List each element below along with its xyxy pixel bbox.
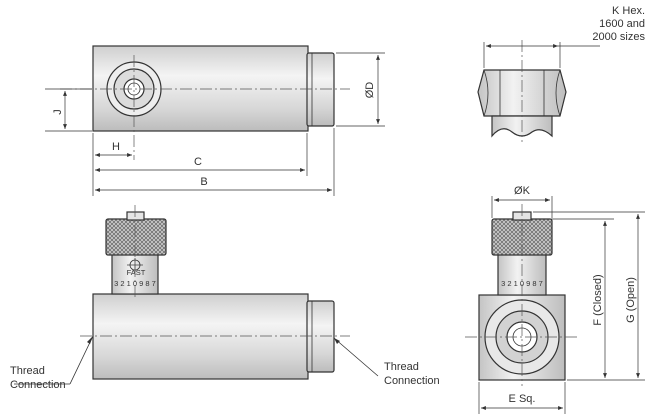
dim-f-label: F (Closed)	[592, 274, 604, 325]
dim-c-label: C	[194, 156, 202, 168]
thread-right-label-2: Connection	[384, 375, 440, 387]
top-view-nut	[306, 52, 335, 127]
front-view-knob	[105, 218, 167, 256]
k-hex-label-1: K Hex.	[612, 5, 645, 17]
dim-e-label: E Sq.	[509, 393, 536, 405]
top-view: ØD J H C B	[45, 45, 385, 196]
side-view: 3 2 1 0 9 8 7 ØK E Sq. F (Closed) G (Ope…	[465, 185, 645, 414]
side-scale-digits: 3 2 1 0 9 8 7	[501, 279, 543, 288]
dim-k-label: ØK	[514, 185, 531, 197]
k-hex-label-3: 2000 sizes	[592, 31, 645, 43]
dim-h-label: H	[112, 141, 120, 153]
hex-detail-view: K Hex. 1600 and 2000 sizes	[477, 5, 645, 142]
thread-left-label-1: Thread	[10, 365, 45, 377]
front-fast-label: FAST	[127, 268, 146, 277]
k-hex-label-2: 1600 and	[599, 18, 645, 30]
front-view-body	[92, 293, 309, 380]
dim-g-label: G (Open)	[625, 277, 637, 323]
dim-b-label: B	[200, 176, 207, 188]
dim-d-label: ØD	[364, 82, 376, 99]
dim-j-label: J	[52, 109, 64, 115]
front-view-nut	[306, 300, 335, 373]
thread-right-label-1: Thread	[384, 361, 419, 373]
front-view: FAST 3 2 1 0 9 8 7 Thread Connection Thr…	[10, 205, 440, 391]
front-scale-digits: 3 2 1 0 9 8 7	[114, 279, 156, 288]
thread-left-label-2: Connection	[10, 379, 66, 391]
